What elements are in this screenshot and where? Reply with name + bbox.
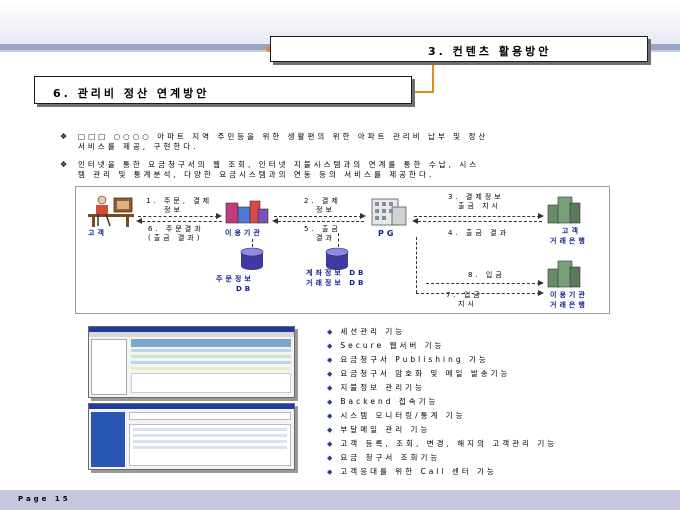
step3-label-2: 출금 지시 bbox=[458, 202, 501, 210]
diamond-bullet-icon: ◆ bbox=[327, 342, 336, 350]
diamond-bullet-icon: ◆ bbox=[327, 440, 336, 448]
order-db-icon bbox=[240, 247, 264, 270]
arrow-step7-vertical bbox=[416, 237, 417, 293]
arrow-step7-head bbox=[538, 290, 544, 296]
feature-item: ◆요금 청구서 조회기능 bbox=[327, 453, 441, 462]
footer-band bbox=[0, 490, 680, 510]
institution-label: 이용기관 bbox=[225, 229, 263, 237]
feature-item: ◆세션관리 기능 bbox=[327, 327, 406, 336]
arrow-step5-head bbox=[272, 218, 278, 224]
feature-item: ◆고객 등록, 조회, 변경, 해지의 고객관리 기능 bbox=[327, 439, 558, 448]
diamond-bullet-icon: ◆ bbox=[327, 468, 336, 476]
step6-label-1: 6. 주문결과 bbox=[148, 225, 204, 233]
step5-label-2: 결과 bbox=[316, 234, 335, 242]
screenshot-management-console bbox=[88, 326, 295, 398]
arrow-step5 bbox=[278, 221, 364, 222]
step5-label-1: 5. 출금 bbox=[304, 225, 341, 233]
account-db-label-1: 계좌정보 DB bbox=[306, 269, 367, 277]
diamond-bullet-icon: ❖ bbox=[60, 132, 68, 141]
pg-db-link bbox=[338, 233, 339, 247]
step1-label-1: 1. 주문, 결제 bbox=[146, 197, 213, 205]
section-title: 3. 컨텐츠 활용방안 bbox=[270, 36, 648, 62]
feature-item: ◆부달메일 관리 기능 bbox=[327, 425, 431, 434]
institution-servers-icon bbox=[225, 200, 269, 224]
feature-item: ◆시스템 모니터링/통계 기능 bbox=[327, 411, 466, 420]
pg-building-icon bbox=[371, 198, 407, 226]
arrow-step3 bbox=[414, 216, 540, 217]
diamond-bullet-icon: ◆ bbox=[327, 454, 336, 462]
customer-bank-label-1: 고객 bbox=[562, 227, 581, 235]
step7-label-2: 지시 bbox=[458, 300, 477, 308]
step2-label-2: 정보 bbox=[316, 206, 335, 214]
arrow-step1-head bbox=[216, 213, 222, 219]
feature-item: ◆고객응대를 위한 Call 센터 기능 bbox=[327, 467, 497, 476]
step7-label-1: 7. 입금 bbox=[446, 291, 483, 299]
arrow-step3-head bbox=[538, 213, 544, 219]
order-db-label-1: 주문정보 bbox=[216, 275, 254, 283]
arrow-step2-head bbox=[360, 213, 366, 219]
feature-item: ◆Secure 웹서버 기능 bbox=[327, 341, 445, 350]
step1-label-2: 정보 bbox=[164, 206, 183, 214]
sub-title: 6. 관리비 정산 연계방안 bbox=[34, 76, 412, 104]
arrow-step2 bbox=[274, 216, 362, 217]
diamond-bullet-icon: ◆ bbox=[327, 356, 336, 364]
arrow-step6 bbox=[142, 221, 222, 222]
bullet-1-line2: 서비스를 제공, 구현한다. bbox=[78, 142, 199, 151]
institution-bank-building-icon bbox=[547, 260, 581, 288]
step2-label-1: 2. 결제 bbox=[304, 197, 341, 205]
arrow-step4-head bbox=[412, 218, 418, 224]
settlement-flow-diagram: 고객 이용기관 PG 고객 거래은행 주문정보 DB 계좌정보 DB 거래정보 … bbox=[75, 186, 610, 314]
arrow-step7 bbox=[416, 293, 540, 294]
arrow-step8-head bbox=[538, 280, 544, 286]
customer-bank-label-2: 거래은행 bbox=[550, 237, 588, 245]
connector-dot-top bbox=[266, 46, 272, 52]
step3-label-1: 3. 결제정보 bbox=[448, 193, 504, 201]
step8-label: 8. 입금 bbox=[468, 271, 505, 279]
pg-label: PG bbox=[378, 229, 397, 238]
diamond-bullet-icon: ◆ bbox=[327, 328, 336, 336]
step4-label: 4. 출금 결과 bbox=[448, 229, 509, 237]
order-db-label-2: DB bbox=[236, 285, 254, 293]
arrow-step1 bbox=[138, 216, 218, 217]
feature-item: ◆Backend 접속기능 bbox=[327, 397, 439, 406]
feature-item: ◆지불정보 관리기능 bbox=[327, 383, 425, 392]
page-number: Page 15 bbox=[18, 495, 71, 503]
connector-vertical bbox=[432, 62, 434, 92]
arrow-step8 bbox=[426, 283, 540, 284]
customer-bank-building-icon bbox=[547, 196, 581, 224]
feature-item: ◆요금청구서 Publishing 기능 bbox=[327, 355, 489, 364]
diamond-bullet-icon: ◆ bbox=[327, 370, 336, 378]
institution-bank-label-1: 이용기관 bbox=[550, 291, 588, 299]
connector-dot-bottom bbox=[409, 89, 415, 95]
arrow-step4 bbox=[418, 221, 542, 222]
account-db-label-2: 거래정보 DB bbox=[306, 279, 367, 287]
bullet-2-line2: 템 관리 및 통계분석, 다양한 요금시스템과의 연동 등의 서비스를 제공한다… bbox=[78, 170, 435, 179]
bullet-1-line1: □□□ ○○○○ 아파트 지역 주민등을 위한 생활편의 위한 아파트 관리비 … bbox=[78, 132, 489, 141]
customer-label: 고객 bbox=[88, 229, 107, 237]
diamond-bullet-icon: ◆ bbox=[327, 398, 336, 406]
customer-person-icon bbox=[88, 195, 134, 227]
institution-db-link bbox=[252, 239, 253, 247]
diamond-bullet-icon: ❖ bbox=[60, 160, 68, 169]
connector-horizontal bbox=[412, 91, 434, 93]
diamond-bullet-icon: ◆ bbox=[327, 384, 336, 392]
screenshot-billing-web bbox=[88, 403, 295, 470]
step6-label-2: (출금 결과) bbox=[148, 234, 203, 242]
feature-item: ◆요금청구서 암호화 및 메일 발송기능 bbox=[327, 369, 511, 378]
diamond-bullet-icon: ◆ bbox=[327, 426, 336, 434]
institution-bank-label-2: 거래은행 bbox=[550, 301, 588, 309]
diamond-bullet-icon: ◆ bbox=[327, 412, 336, 420]
arrow-step6-head bbox=[136, 218, 142, 224]
bullet-2-line1: 인터넷을 통한 요금청구서의 웹 조회, 인터넷 지불시스템과의 연계를 통한 … bbox=[78, 160, 480, 169]
account-db-icon bbox=[325, 247, 349, 270]
